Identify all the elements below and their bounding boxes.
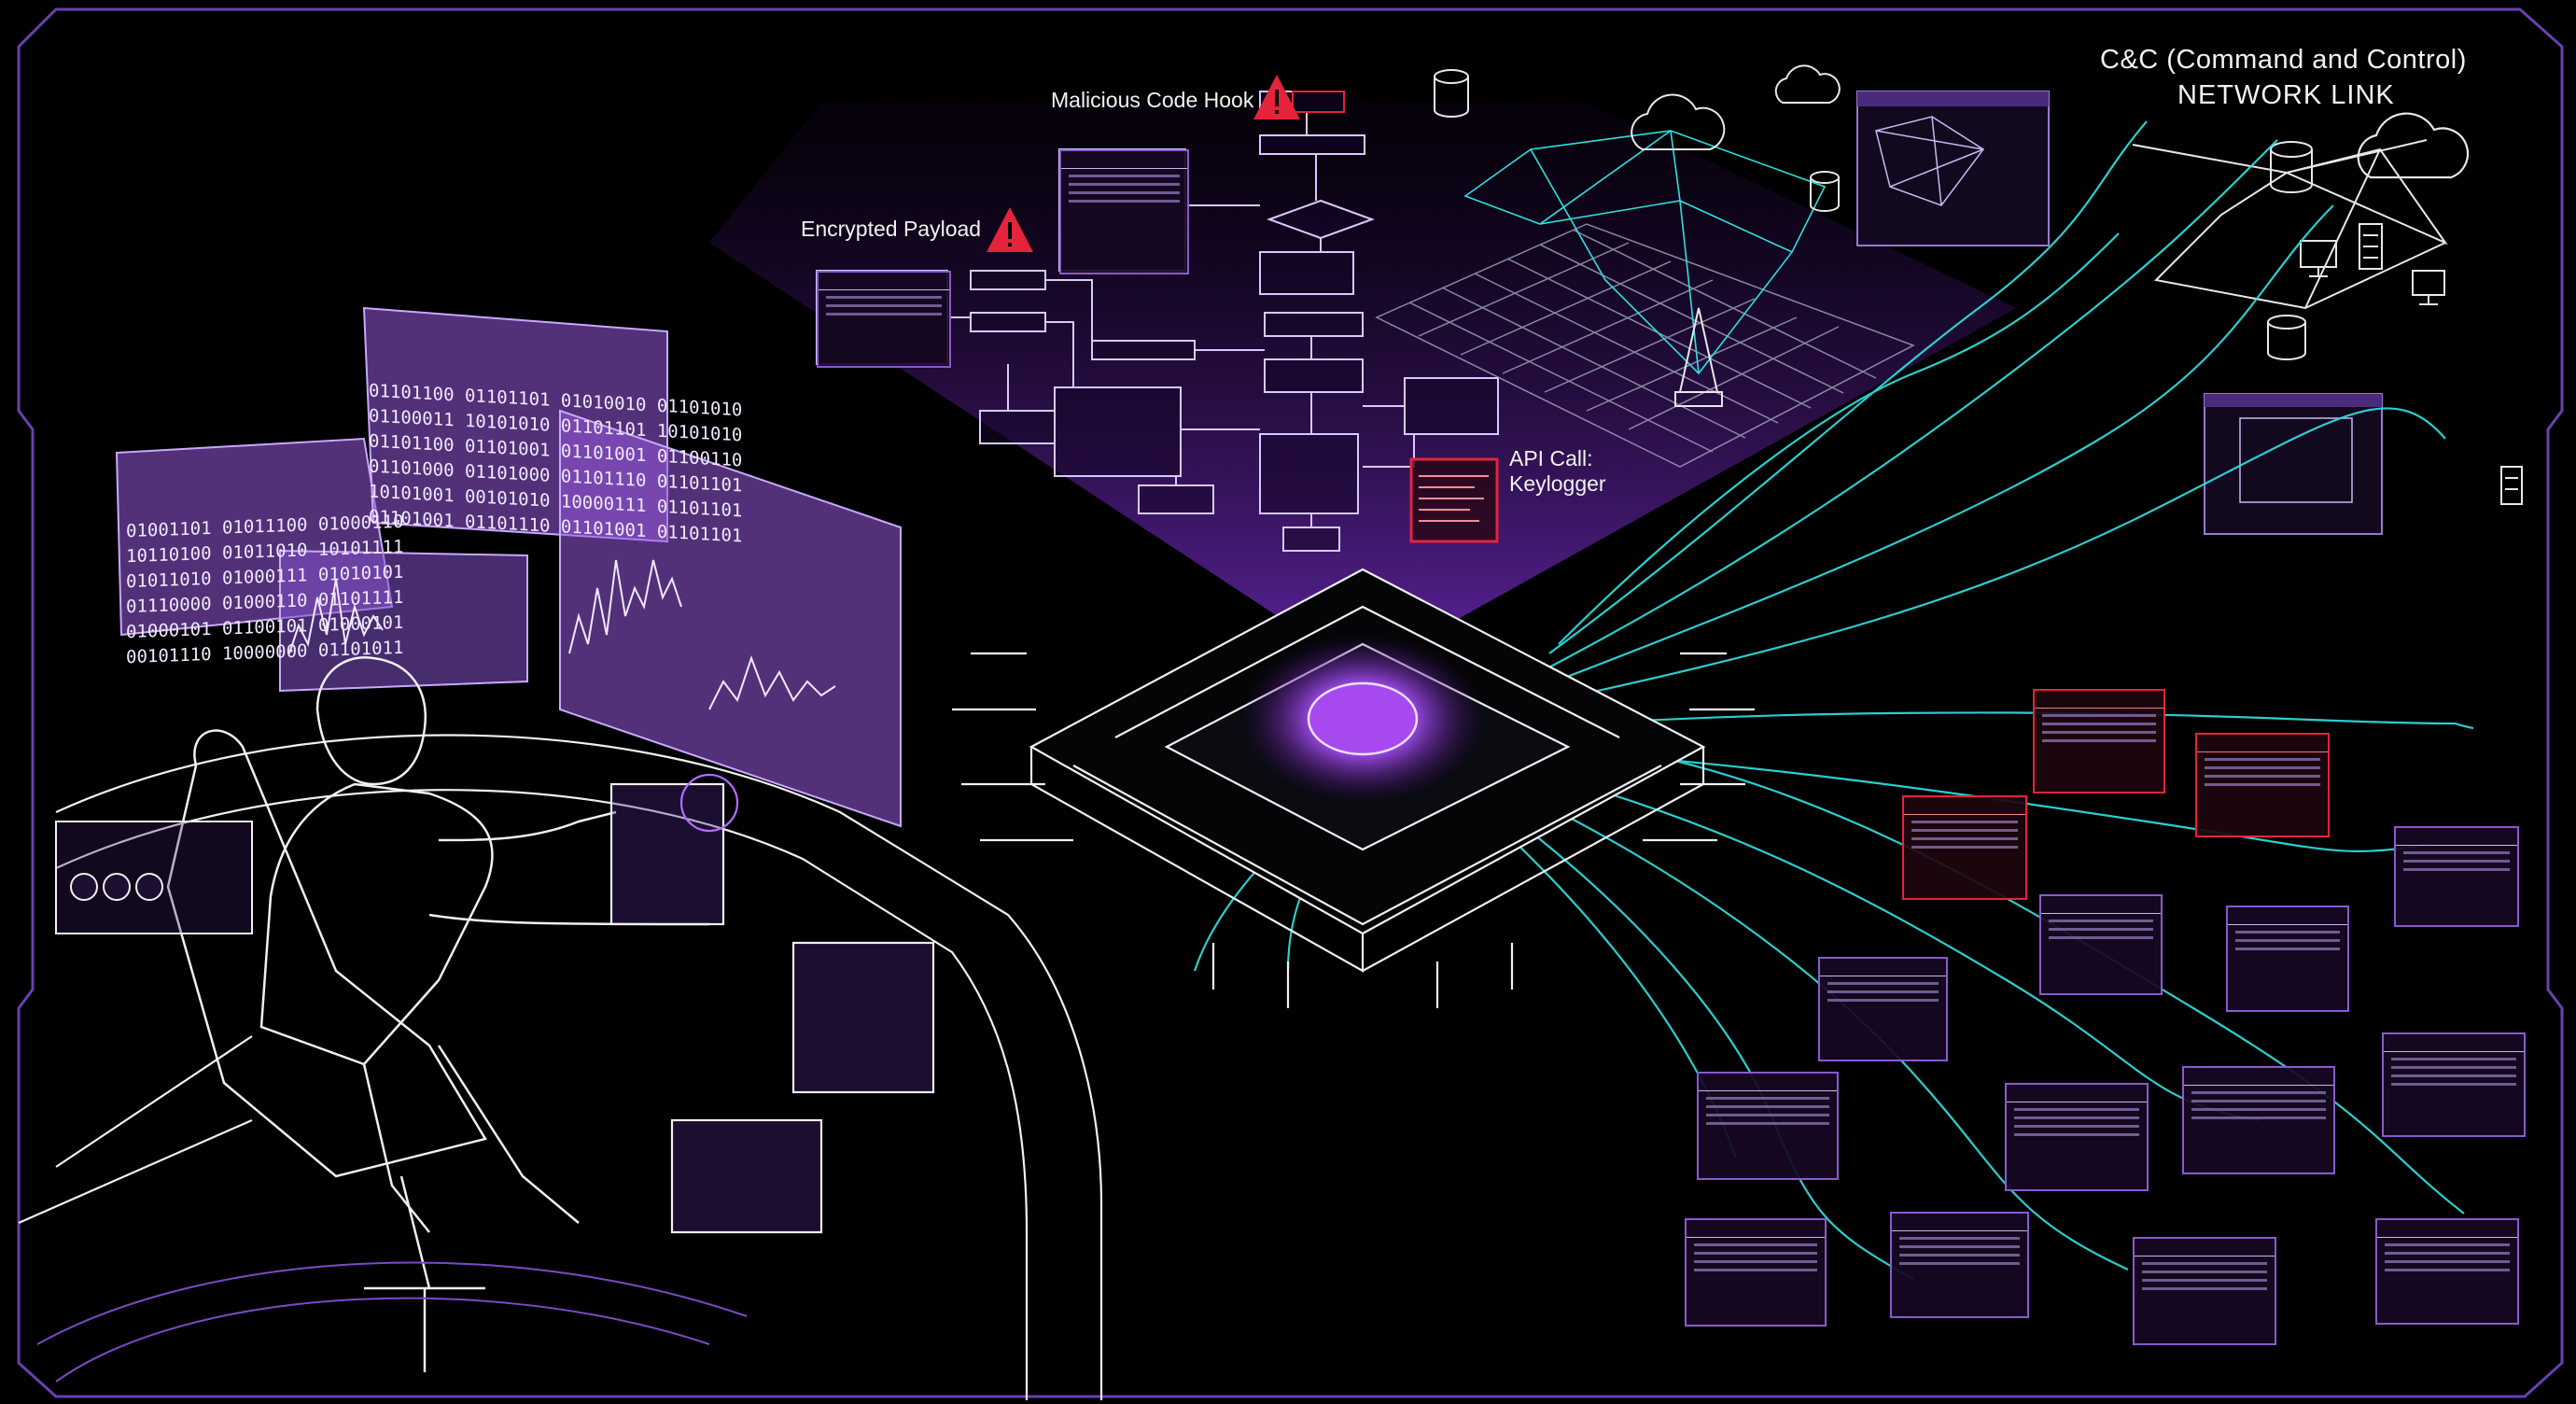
network-map-window (2204, 393, 2383, 535)
data-window (2033, 689, 2165, 793)
signature-match-table (2005, 1083, 2149, 1191)
core-ring (1307, 681, 1419, 756)
database-icon (2267, 315, 2306, 360)
cnc-network-link-label: NETWORK LINK (2177, 80, 2395, 110)
operator-figure (259, 656, 710, 1233)
server-icon (2500, 466, 2523, 505)
outer-frame (17, 7, 2564, 1398)
server-icon (1674, 307, 1723, 407)
code-window (817, 271, 951, 368)
monitor-icon (2300, 240, 2337, 277)
malicious-hook-box (1292, 91, 1345, 113)
data-window (1902, 795, 2027, 900)
data-window (2039, 894, 2163, 995)
cnc-network (2132, 139, 2448, 310)
signature-match-table (2382, 1032, 2526, 1137)
cnc-label: C&C (Command and Control) (2100, 45, 2467, 75)
console-desk (18, 734, 1103, 1400)
server-icon (2359, 223, 2383, 270)
floor-ring (36, 1261, 748, 1383)
encrypted-payload-label: Encrypted Payload (801, 217, 982, 241)
monitor-icon (2412, 270, 2445, 305)
network-graph (1463, 130, 1827, 375)
cnc-window (1856, 91, 2050, 246)
data-window (2226, 906, 2349, 1012)
left-console-panel (55, 821, 253, 934)
cloud-icon (1631, 93, 1726, 150)
operator-chair (166, 729, 487, 1372)
malicious-code-hook-label: Malicious Code Hook (1051, 88, 1254, 112)
data-window (2394, 826, 2519, 927)
api-call-box (1409, 457, 1499, 543)
signature-match-table (1697, 1072, 1839, 1180)
signature-match-table (2375, 1218, 2519, 1325)
api-call-label: API Call: (1509, 446, 1593, 470)
data-window (1818, 957, 1948, 1061)
heuristic-score-table (1890, 1212, 2029, 1318)
holographic-screens (115, 306, 902, 828)
cloud-icon (2357, 112, 2470, 179)
database-icon (1810, 171, 1840, 212)
signature-match-table (2182, 1066, 2335, 1174)
database-icon (2270, 141, 2313, 193)
api-call-detail-label: Keylogger (1509, 471, 1606, 496)
warning-icon (987, 207, 1033, 252)
code-window (1059, 149, 1189, 274)
cloud-icon (1774, 64, 1841, 104)
database-icon (1434, 69, 1469, 118)
data-window (2195, 733, 2330, 837)
heuristic-score-table (2133, 1237, 2276, 1345)
warning-icon (1253, 75, 1300, 119)
heuristic-score-table (1685, 1218, 1827, 1327)
